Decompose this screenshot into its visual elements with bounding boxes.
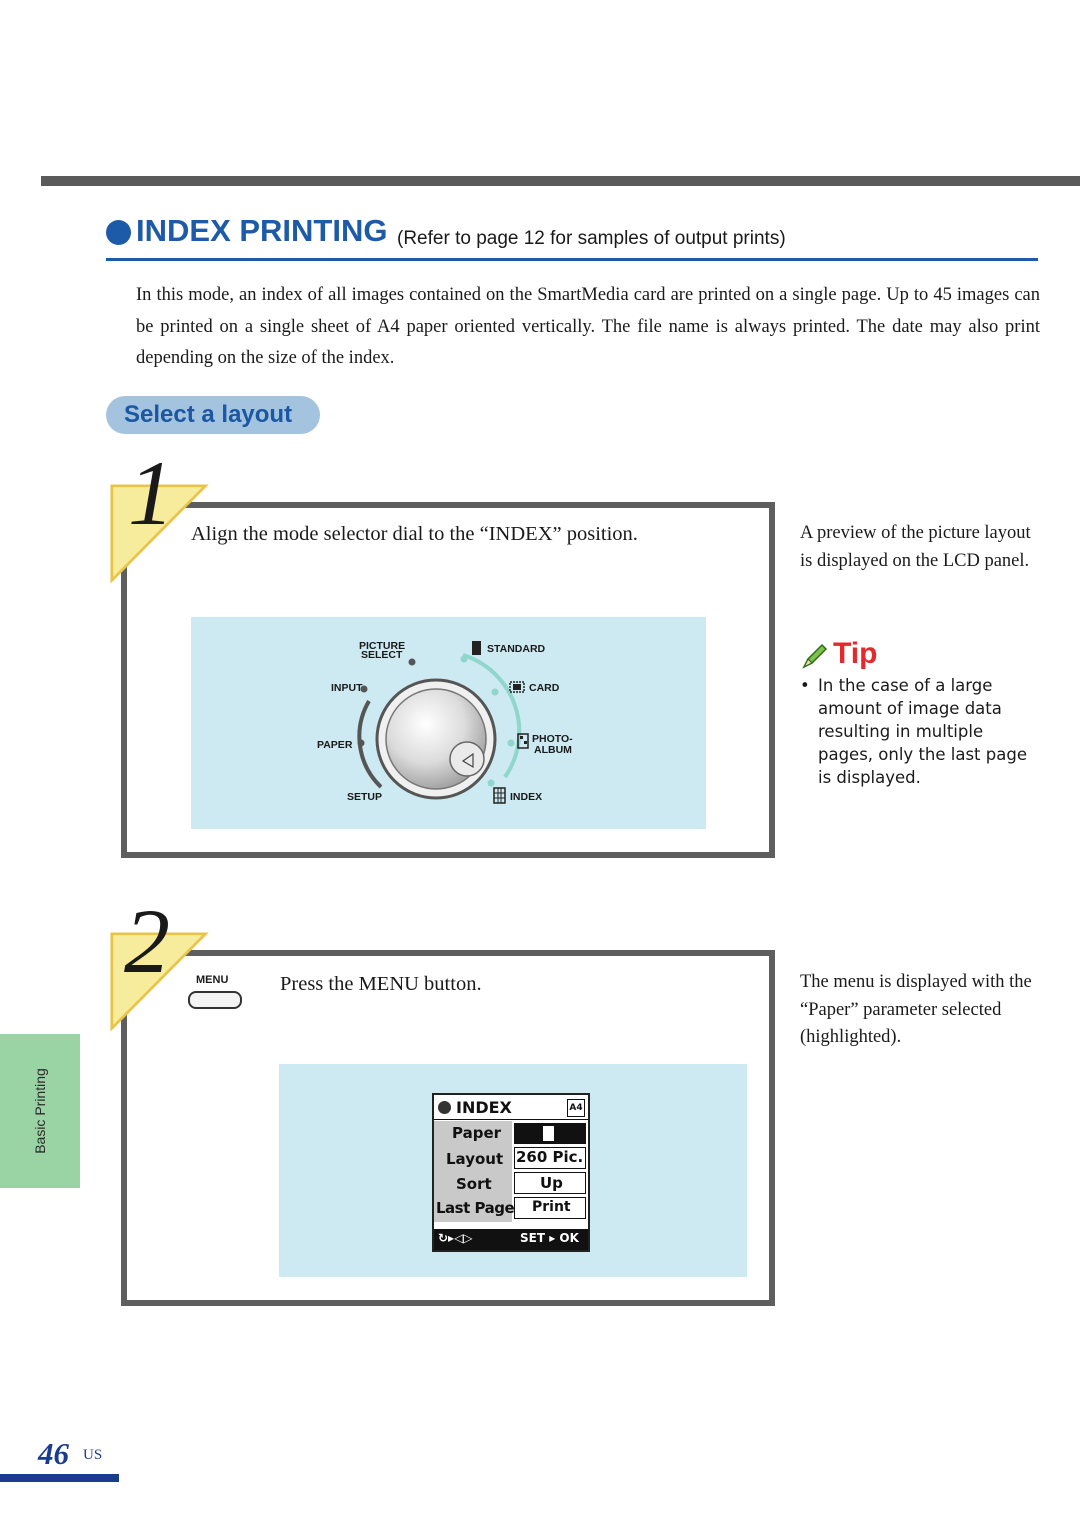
lcd-row-lastpage-label: Last Page xyxy=(436,1199,515,1217)
mode-dial-icon xyxy=(357,641,529,804)
lcd-row-sort-label: Sort xyxy=(456,1175,492,1193)
lcd-row-lastpage-value: Print xyxy=(532,1199,571,1215)
section-title: INDEX PRINTING xyxy=(136,213,388,248)
lcd-title: INDEX xyxy=(456,1098,512,1117)
side-tab-label: Basic Printing xyxy=(32,1068,48,1154)
dial-label-album: ALBUM xyxy=(534,744,572,756)
step-1-note: A preview of the picture layout is displ… xyxy=(800,523,1031,571)
step-2-note: The menu is displayed with the “Paper” p… xyxy=(800,972,1032,1047)
dial-label-picture: PICTURE xyxy=(359,640,406,652)
lcd-row-layout-box[interactable] xyxy=(514,1147,586,1169)
lcd-paper-badge: A4 xyxy=(567,1099,585,1117)
step-1-instruction: Align the mode selector dial to the “IND… xyxy=(191,523,638,545)
dial-label-photo: PHOTO- xyxy=(532,733,573,745)
dial-label-index: INDEX xyxy=(510,791,543,803)
dial-label-select: SELECT xyxy=(361,649,403,661)
lcd-row-sort-box[interactable] xyxy=(514,1172,586,1194)
lcd-bullet-icon xyxy=(438,1101,451,1114)
step-1-number: 1 xyxy=(128,442,174,544)
pencil-icon xyxy=(802,643,828,669)
lcd-label-column xyxy=(434,1121,512,1222)
dial-label-input: INPUT xyxy=(331,682,363,694)
bottom-bar xyxy=(0,1474,119,1482)
tip-text: In the case of a large amount of image d… xyxy=(818,676,1027,787)
lcd-footer: ↻▸◁▷ SET ▸ OK xyxy=(434,1229,588,1250)
dial-label-setup: SETUP xyxy=(347,791,383,803)
lcd-row-layout-label: Layout xyxy=(446,1150,504,1168)
lcd-footer-right: SET ▸ OK xyxy=(520,1231,579,1245)
step-1-badge-icon xyxy=(110,484,209,584)
tip-bullet: • xyxy=(800,676,810,695)
lcd-row-lastpage-box[interactable] xyxy=(514,1197,586,1219)
top-rule xyxy=(41,176,1080,186)
dial-label-standard: STANDARD xyxy=(487,643,546,655)
subheading-pill: Select a layout xyxy=(106,396,320,434)
lcd-row-paper-label: Paper xyxy=(452,1124,502,1142)
lcd-row-layout-value: 260 Pic. xyxy=(516,1148,584,1166)
step-2-instruction: Press the MENU button. xyxy=(280,973,482,995)
lcd-row-sort-value: Up xyxy=(540,1174,563,1192)
dial-label-paper: PAPER xyxy=(317,739,353,751)
page-suffix: US xyxy=(83,1447,103,1463)
step-2-number: 2 xyxy=(124,890,170,992)
section-heading: INDEX PRINTING (Refer to page 12 for sam… xyxy=(106,213,1038,261)
lcd-screen: INDEX A4 Paper Layout Sort Last Page 260… xyxy=(432,1093,590,1252)
lcd-illustration-panel: INDEX A4 Paper Layout Sort Last Page 260… xyxy=(279,1064,747,1277)
lcd-row-paper-value[interactable] xyxy=(514,1123,586,1144)
dial-illustration-panel: PICTURE SELECT INPUT PAPER SETUP STANDAR… xyxy=(191,617,706,829)
step-2-badge-icon xyxy=(110,932,209,1032)
side-tab: Basic Printing xyxy=(0,1034,80,1188)
bullet-dot-icon xyxy=(106,220,131,245)
lcd-divider xyxy=(434,1119,588,1120)
lcd-footer-left: ↻▸◁▷ xyxy=(438,1231,473,1245)
section-subtitle: (Refer to page 12 for samples of output … xyxy=(397,228,786,249)
dial-label-card: CARD xyxy=(529,682,560,694)
portrait-paper-icon xyxy=(543,1126,554,1141)
menu-button-label: MENU xyxy=(196,974,229,986)
page-number: 46 xyxy=(38,1436,69,1471)
tip-label: Tip xyxy=(833,637,878,670)
intro-paragraph: In this mode, an index of all images con… xyxy=(136,285,1040,368)
menu-button-icon xyxy=(188,991,242,1009)
subheading: Select a layout xyxy=(124,401,293,428)
